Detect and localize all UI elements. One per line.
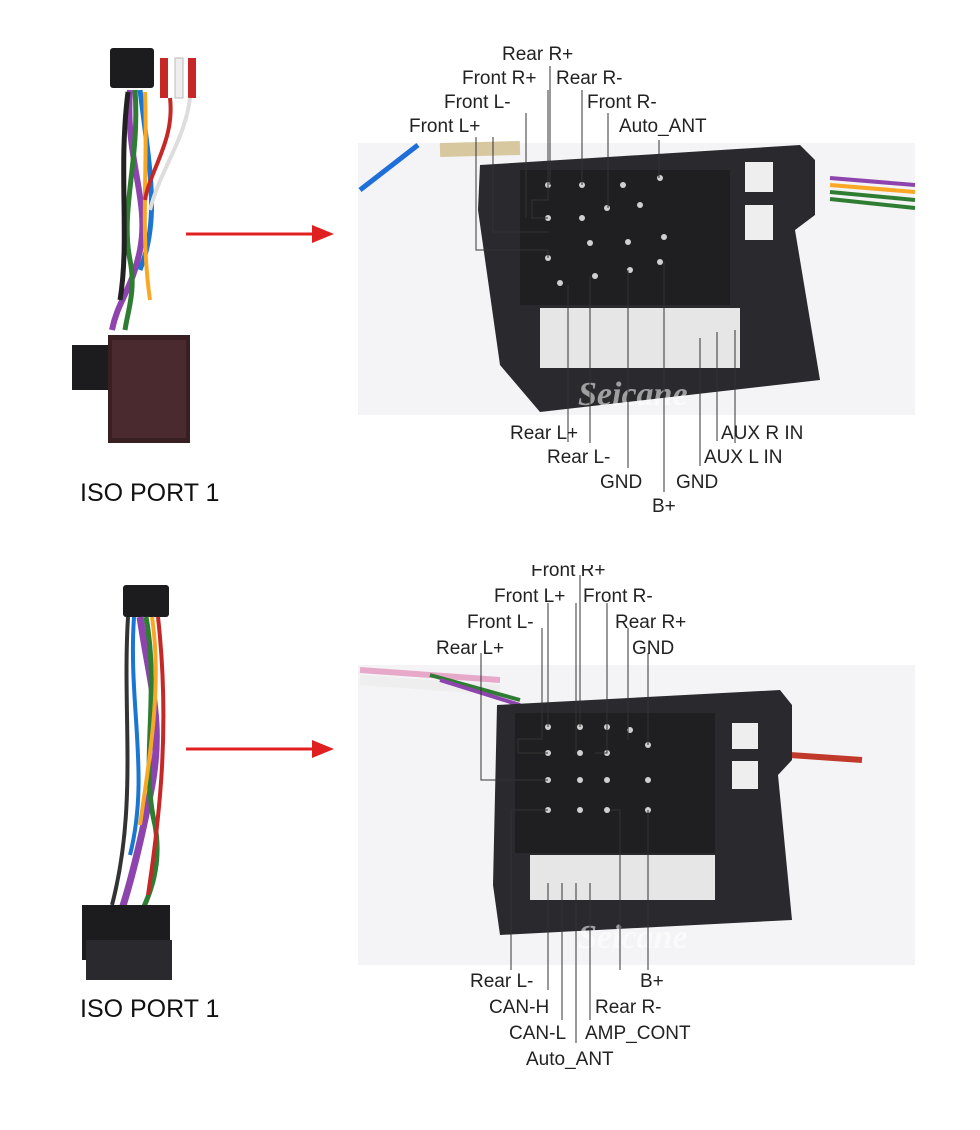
watermark: Seicane [578, 919, 688, 956]
pin-labels-bottom-row: Rear L+ AUX R IN Rear L- AUX L IN GND GN… [510, 423, 803, 517]
pin-label-front-r-plus: Front R+ [462, 68, 536, 89]
pin-label-rear-l-minus: Rear L- [547, 447, 610, 468]
pin-label-rear-l-plus: Rear L+ [510, 423, 578, 444]
port-label: ISO PORT 1 [80, 995, 219, 1023]
port-label: ISO PORT 1 [80, 479, 219, 507]
watermark: Seicane [578, 376, 688, 413]
pin-label-front-r-plus: Front R+ [531, 565, 605, 581]
pin-labels-top-row: Rear R+ Front R+ Rear R- Front L- Front … [409, 44, 707, 137]
connector-image-bottom [359, 667, 863, 935]
pin-label-rear-r-minus: Rear R- [595, 997, 662, 1018]
top-panel-diagram: ISO PORT 1 Seicane [72, 44, 916, 517]
pin-label-b-plus: B+ [652, 496, 676, 517]
pin-labels-bottom-row: Rear L- B+ CAN-H Rear R- CAN-L AMP_CONT … [470, 971, 691, 1070]
pin-label-auto-ant: Auto_ANT [619, 116, 707, 137]
pin-label-b-plus: B+ [640, 971, 664, 992]
pin-label-rear-l-plus: Rear L+ [436, 638, 504, 659]
pin-label-front-l-minus: Front L- [467, 612, 534, 633]
pin-label-front-r-minus: Front R- [587, 92, 657, 113]
arrow-icon [186, 225, 334, 243]
pin-leader-lines-top [475, 66, 736, 492]
pin-label-front-r-minus: Front R- [583, 586, 653, 607]
pin-label-rear-r-minus: Rear R- [556, 68, 623, 89]
pin-label-amp-cont: AMP_CONT [585, 1023, 691, 1044]
pin-label-gnd: GND [632, 638, 674, 659]
pin-label-front-l-minus: Front L- [444, 92, 511, 113]
pin-label-gnd-2: GND [676, 472, 718, 493]
harness-image-top [72, 48, 196, 443]
arrow-icon [186, 740, 334, 758]
iso-port-panel-top: ISO PORT 1 Seicane [72, 44, 916, 517]
pin-label-aux-r-in: AUX R IN [721, 423, 803, 444]
iso-port-panel-bottom: ISO PORT 1 Seicane [0, 565, 980, 1130]
pin-leader-lines-bottom [480, 575, 649, 1043]
bottom-panel-diagram: ISO PORT 1 Seicane [80, 565, 915, 1070]
pin-label-rear-r-plus: Rear R+ [615, 612, 686, 633]
pin-label-rear-l-minus: Rear L- [470, 971, 533, 992]
pin-label-auto-ant: Auto_ANT [526, 1049, 614, 1070]
pin-labels-top-row: Front R+ Front L+ Front R- Front L- Rear… [436, 565, 686, 659]
pin-label-gnd-1: GND [600, 472, 642, 493]
pin-label-front-l-plus: Front L+ [409, 116, 480, 137]
pin-label-rear-r-plus: Rear R+ [502, 44, 573, 65]
harness-image-bottom [82, 585, 172, 980]
pin-label-can-h: CAN-H [489, 997, 549, 1018]
pin-label-aux-l-in: AUX L IN [704, 447, 783, 468]
pin-label-can-l: CAN-L [509, 1023, 566, 1044]
pin-label-front-l-plus: Front L+ [494, 586, 565, 607]
